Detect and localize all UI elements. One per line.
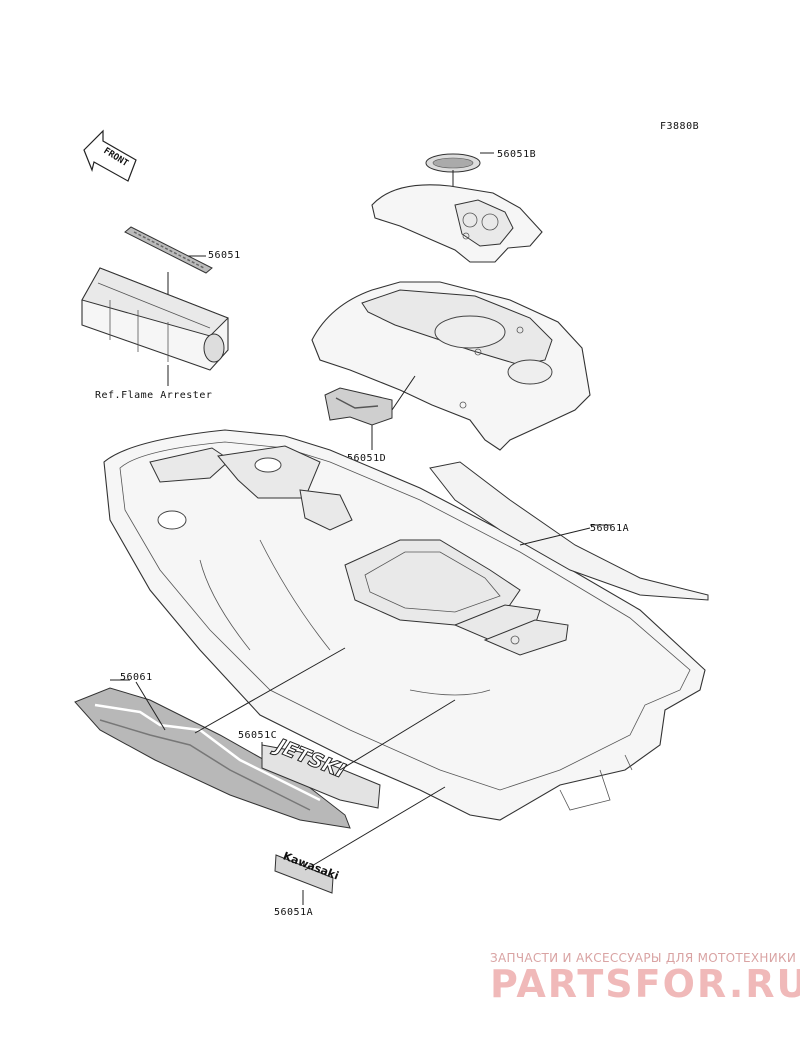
callout-56061a: 56061A [590, 523, 629, 534]
callout-56061: 56061 [120, 672, 153, 683]
decal-56051d [324, 387, 393, 426]
callout-ref-flame-arrester: Ref.Flame Arrester [95, 390, 212, 401]
figure-code: F3880B [660, 121, 699, 132]
decal-56051b [425, 153, 481, 173]
flame-arrester [81, 267, 229, 371]
decal-kawasaki: Kawasaki [274, 849, 341, 894]
callout-56051c: 56051C [238, 730, 277, 741]
decal-56051 [124, 226, 213, 274]
decal-jetski: JETSKI [261, 731, 381, 809]
decal-56061a [429, 461, 709, 601]
watermark-tagline: ЗАПЧАСТИ И АКСЕССУАРЫ ДЛЯ МОТОТЕХНИКИ [490, 951, 796, 965]
hull-deck [103, 429, 706, 821]
callout-56051d: 56051D [347, 453, 386, 464]
callout-56051b: 56051B [497, 149, 536, 160]
front-arrow-icon: FRONT [83, 129, 137, 182]
deck-cover [311, 281, 591, 451]
callout-56051a: 56051A [274, 907, 313, 918]
decal-56061 [74, 687, 351, 829]
console-cover [371, 184, 543, 263]
callout-56051: 56051 [208, 250, 241, 261]
watermark-logo: PARTSFOR.RU [490, 962, 800, 1006]
